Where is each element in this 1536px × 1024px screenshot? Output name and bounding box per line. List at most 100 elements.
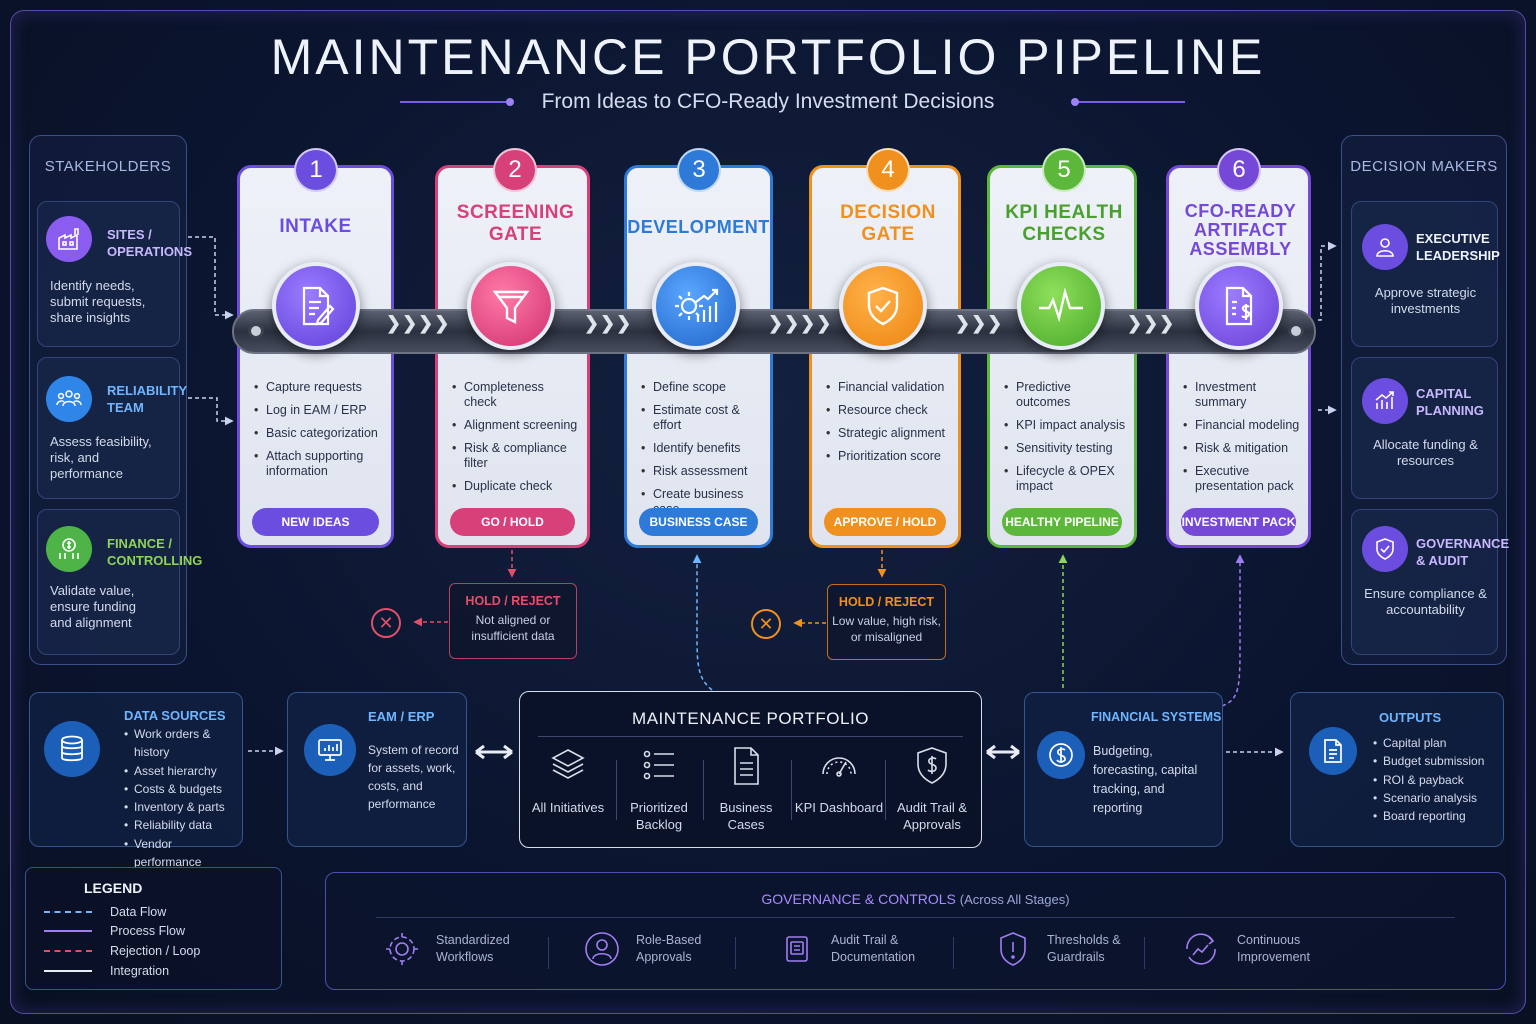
governance-divider (376, 917, 1455, 918)
maintenance-portfolio-box[interactable]: MAINTENANCE PORTFOLIO All Initiatives Pr… (519, 691, 982, 848)
reject-box-screening[interactable]: HOLD / REJECT Not aligned or insufficien… (449, 583, 577, 659)
eam-erp-title: EAM / ERP (368, 709, 435, 724)
output-item: ROI & payback (1373, 771, 1484, 790)
portfolio-item-audit[interactable]: Audit Trail & Approvals (886, 744, 978, 833)
stage-development[interactable]: 3 DEVELOPMENT Define scope Estimate cost… (624, 148, 773, 548)
data-source-item: Vendor performance (124, 835, 242, 872)
decision-card-capital[interactable]: CAPITAL PLANNING Allocate funding & reso… (1351, 357, 1498, 499)
data-sources-title: DATA SOURCES (124, 708, 226, 723)
stage-task: Financial validation (826, 380, 950, 395)
stage-number: 2 (493, 148, 537, 192)
stage-task-list: Investment summary Financial modeling Ri… (1183, 380, 1300, 502)
shield-check-icon (1362, 526, 1408, 572)
decision-title: CAPITAL PLANNING (1416, 386, 1484, 418)
stakeholder-card-finance[interactable]: FINANCE / CONTROLLING Validate value, en… (37, 509, 202, 655)
legend-label: Process Flow (110, 924, 186, 938)
output-item: Scenario analysis (1373, 789, 1484, 808)
stage-task: Risk & compliance filter (452, 441, 579, 471)
decision-card-governance[interactable]: GOVERNANCE & AUDIT Ensure compliance & a… (1351, 509, 1510, 655)
legend-swatch (44, 950, 92, 952)
stage-output-pill: INVESTMENT PACK (1181, 508, 1296, 536)
eam-erp-desc: System of record for assets, work, costs… (368, 743, 459, 811)
dollar-icon (1037, 731, 1085, 779)
governance-item-label: Thresholds & Guardrails (1047, 933, 1121, 964)
decision-desc: Allocate funding & resources (1373, 437, 1478, 468)
portfolio-item-label: Prioritized Backlog (630, 800, 688, 832)
portfolio-item-label: All Initiatives (531, 800, 605, 815)
chevrons-icon: ❯❯❯ (955, 313, 1004, 333)
document-icon (734, 747, 759, 785)
decision-title: GOVERNANCE & AUDIT (1416, 536, 1510, 568)
legend-swatch (44, 930, 92, 932)
decision-card-executive[interactable]: EXECUTIVE LEADERSHIP Approve strategic i… (1351, 201, 1500, 347)
chevrons-icon: ❯❯❯❯ (768, 313, 833, 333)
stage-screening[interactable]: 2 SCREENING GATE Completeness check Alig… (435, 148, 590, 548)
reject-box-decision[interactable]: HOLD / REJECT Low value, high risk, or m… (827, 584, 946, 660)
governance-item-workflows[interactable]: Standardized Workflows (382, 929, 516, 969)
decision-desc: Ensure compliance & accountability (1364, 586, 1487, 617)
portfolio-item-business-cases[interactable]: Business Cases (700, 744, 792, 833)
governance-item-improvement[interactable]: Continuous Improvement (1179, 929, 1317, 969)
stage-title: KPI HEALTH CHECKS (1005, 202, 1123, 245)
governance-title-sub: (Across All Stages) (959, 892, 1070, 907)
governance-item-audit[interactable]: Audit Trail & Documentation (777, 929, 921, 969)
portfolio-separator (885, 760, 886, 820)
portfolio-item-initiatives[interactable]: All Initiatives (522, 744, 614, 816)
stage-task-list: Financial validation Resource check Stra… (826, 380, 950, 472)
stage-title: CFO-READY ARTIFACT ASSEMBLY (1184, 201, 1297, 259)
stakeholder-desc: Validate value, ensure funding and align… (50, 583, 137, 630)
governance-separator (953, 937, 954, 969)
outputs-box[interactable]: OUTPUTS Capital plan Budget submission R… (1290, 692, 1504, 847)
stage-title: INTAKE (279, 216, 352, 237)
stage-task: Estimate cost & effort (641, 403, 762, 433)
portfolio-item-kpi[interactable]: KPI Dashboard (793, 744, 885, 816)
stage-task: Risk & mitigation (1183, 441, 1300, 456)
report-icon (1309, 727, 1357, 775)
portfolio-item-label: Business Cases (719, 800, 773, 832)
data-source-item: Reliability data (124, 816, 242, 835)
stage-cfo-artifact[interactable]: 6 CFO-READY ARTIFACT ASSEMBLY Investment… (1166, 148, 1311, 548)
stage-kpi[interactable]: 5 KPI HEALTH CHECKS Predictive outcomes … (987, 148, 1137, 548)
legend-label: Integration (110, 964, 170, 978)
stage-task: Executive presentation pack (1183, 464, 1300, 494)
stakeholder-desc: Assess feasibility, risk, and performanc… (50, 434, 152, 481)
stage-decision[interactable]: 4 DECISION GATE Financial validation Res… (809, 148, 961, 548)
subtitle-divider-left (400, 98, 514, 106)
stage-task: Investment summary (1183, 380, 1300, 410)
legend-swatch (44, 970, 92, 972)
gauge-icon (822, 757, 856, 777)
governance-item-label: Continuous Improvement (1237, 933, 1310, 964)
governance-item-thresholds[interactable]: Thresholds & Guardrails (993, 929, 1127, 969)
stage-output-pill: APPROVE / HOLD (824, 508, 946, 536)
financial-systems-box[interactable]: FINANCIAL SYSTEMS Budgeting, forecasting… (1024, 692, 1223, 847)
legend-item-rejection: Rejection / Loop (44, 944, 200, 958)
stakeholder-title: RELIABILITY TEAM (107, 383, 187, 415)
stakeholder-card-reliability[interactable]: RELIABILITY TEAM Assess feasibility, ris… (37, 357, 187, 499)
legend-item-data-flow: Data Flow (44, 905, 166, 919)
legend-item-integration: Integration (44, 964, 169, 978)
portfolio-item-backlog[interactable]: Prioritized Backlog (613, 744, 705, 833)
legend-label: Data Flow (110, 905, 167, 919)
stage-intake[interactable]: 1 INTAKE Capture requests Log in EAM / E… (237, 148, 394, 548)
gear-chart-icon (652, 262, 740, 350)
stage-task: Attach supporting information (254, 449, 383, 479)
decision-desc: Approve strategic investments (1374, 285, 1477, 316)
eam-erp-box[interactable]: EAM / ERP System of record for assets, w… (287, 692, 467, 847)
stage-output-pill: HEALTHY PIPELINE (1002, 508, 1122, 536)
portfolio-separator (703, 760, 704, 820)
stage-task-list: Capture requests Log in EAM / ERP Basic … (254, 380, 383, 487)
governance-item-approvals[interactable]: Role-Based Approvals (582, 929, 706, 969)
alert-shield-icon (1000, 932, 1026, 966)
stakeholder-title: SITES / OPERATIONS (107, 227, 192, 259)
portfolio-separator (791, 760, 792, 820)
stakeholder-card-sites[interactable]: SITES / OPERATIONS Identify needs, submi… (37, 201, 192, 347)
governance-separator (1144, 937, 1145, 969)
data-source-item: Asset hierarchy (124, 762, 242, 781)
conveyor-bolt (1288, 323, 1304, 339)
stakeholder-desc: Identify needs, submit requests, share i… (50, 278, 146, 325)
gear-icon (386, 933, 418, 965)
stage-task: Log in EAM / ERP (254, 403, 383, 418)
data-sources-box[interactable]: DATA SOURCES Work orders & history Asset… (29, 692, 243, 869)
factory-icon (46, 216, 92, 262)
stage-number: 1 (294, 148, 338, 192)
